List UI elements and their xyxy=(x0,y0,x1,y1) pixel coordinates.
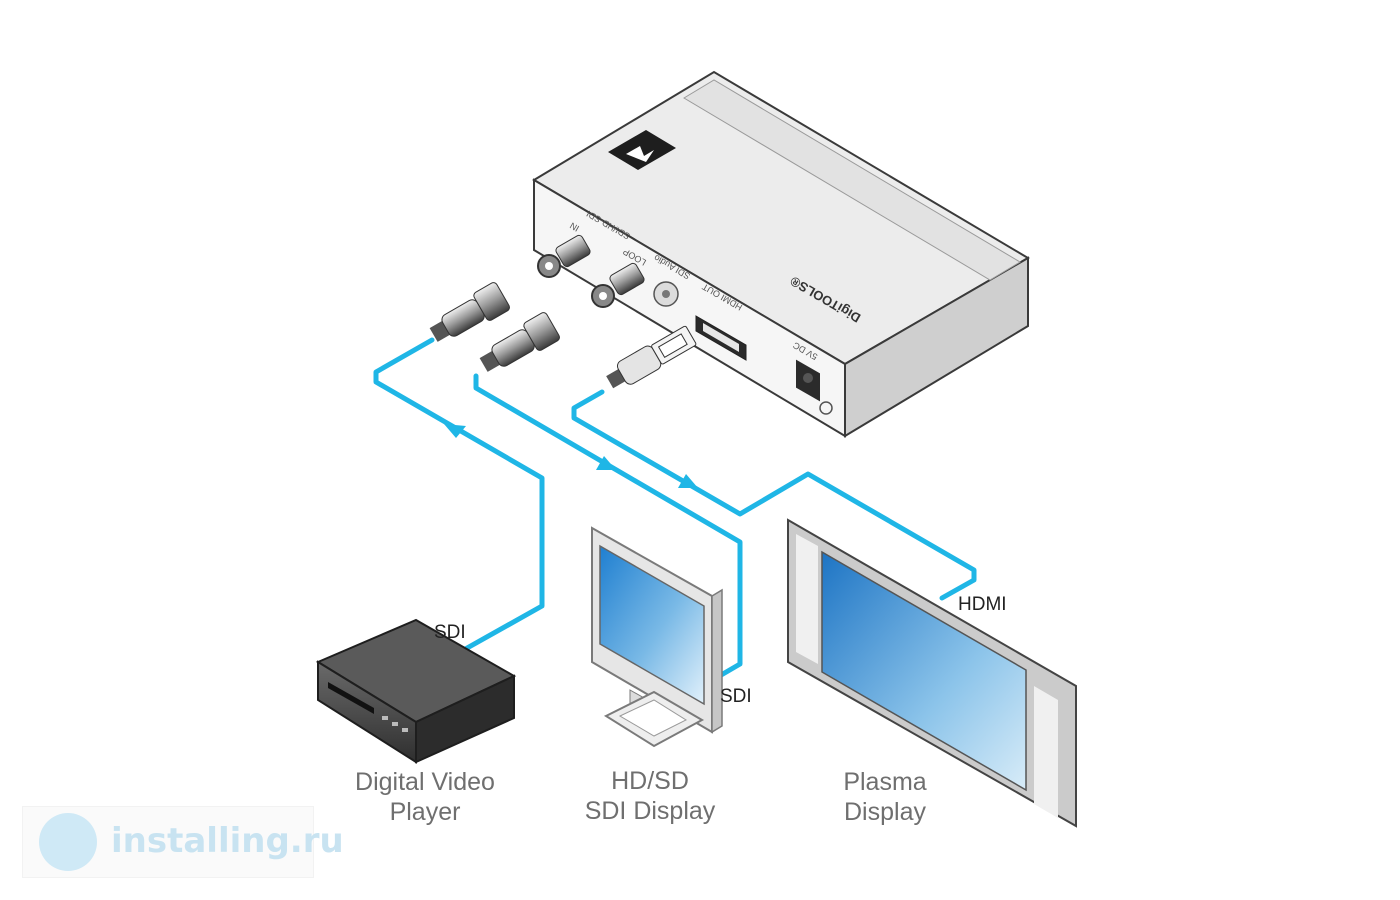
sdi-display-label-line1: HD/SD xyxy=(611,767,689,795)
hdmi-out-port-icon xyxy=(695,315,747,361)
watermark-logo-icon xyxy=(39,813,97,871)
kramer-logo-icon xyxy=(608,130,676,170)
converter-unit xyxy=(532,70,1030,438)
bnc-plug-loop-icon xyxy=(479,312,560,372)
hdmi-plug-icon xyxy=(606,325,697,389)
bnc-plug-in-icon xyxy=(429,282,510,342)
sdi-loop-cable-label: SDI xyxy=(720,686,752,707)
sdi-loop-cable xyxy=(473,373,743,681)
digital-video-player-label: Digital Video Player xyxy=(330,767,520,827)
sdi-display-label: HD/SD SDI Display xyxy=(560,766,740,826)
hdmi-cable-label: HDMI xyxy=(958,594,1007,615)
sdi-audio-switch-icon xyxy=(653,281,679,307)
arrow-up-icon xyxy=(444,424,466,438)
hdmi-cable xyxy=(571,389,977,601)
bnc-loop-port-icon xyxy=(591,262,645,308)
watermark-text: installing.ru xyxy=(111,821,344,861)
watermark: installing.ru xyxy=(22,806,344,878)
power-jack-icon xyxy=(796,359,833,415)
plasma-label-line1: Plasma xyxy=(843,768,927,796)
dvp-label-line2: Player xyxy=(389,798,461,826)
digital-video-player-device xyxy=(315,618,517,764)
plasma-display-label: Plasma Display xyxy=(810,767,960,827)
dvp-label-line1: Digital Video xyxy=(355,768,495,796)
plasma-display-device xyxy=(787,518,1077,828)
sdi-monitor-device xyxy=(591,526,723,748)
plasma-label-line2: Display xyxy=(844,798,926,826)
arrow-down-icon xyxy=(596,456,616,470)
converter-side xyxy=(844,256,1029,438)
signal-arrows xyxy=(444,424,698,488)
sdi-in-cable-label: SDI xyxy=(434,622,466,643)
arrow-down-icon xyxy=(678,474,698,488)
sdi-display-label-line2: SDI Display xyxy=(584,797,716,825)
bnc-in-port-icon xyxy=(537,234,591,278)
